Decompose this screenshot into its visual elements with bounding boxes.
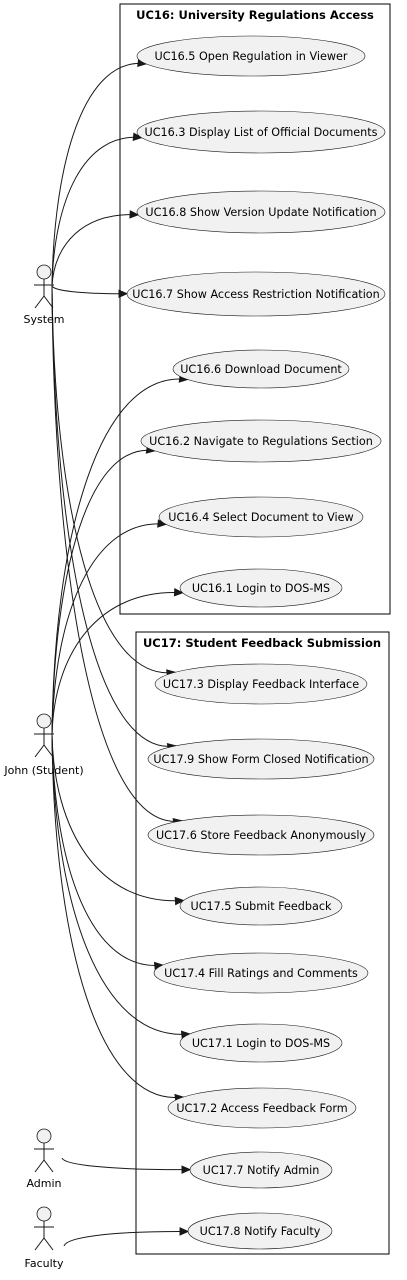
package-uc17-frame — [135, 631, 390, 1255]
actor-john-student[interactable]: John (Student) — [3, 713, 84, 777]
arrowhead-uc16_1 — [173, 588, 184, 597]
actor-john-student-label: John (Student) — [3, 764, 83, 777]
arrowhead-uc16_8 — [129, 210, 140, 219]
usecase-uc16-8-label: UC16.8 Show Version Update Notification — [145, 206, 376, 219]
stick-figure-icon — [34, 264, 54, 309]
actor-system[interactable]: System — [23, 264, 65, 326]
association-john-uc17_5 — [51, 734, 184, 902]
usecase-uc17-1-label: UC17.1 Login to DOS-MS — [192, 1037, 330, 1050]
association-john-uc16_1 — [51, 592, 183, 736]
association-faculty-uc17_8 — [63, 1230, 189, 1247]
usecase-uc16-2[interactable]: UC16.2 Navigate to Regulations Section — [140, 419, 382, 463]
usecase-uc16-4-label: UC16.4 Select Document to View — [168, 511, 353, 524]
usecase-uc16-2-label: UC16.2 Navigate to Regulations Section — [149, 435, 373, 448]
association-admin-uc17_7 — [61, 1157, 191, 1171]
association-system-uc17_6 — [51, 285, 182, 822]
actor-faculty[interactable]: Faculty — [25, 1206, 64, 1270]
association-system-uc16_8 — [51, 214, 139, 287]
usecase-uc17-8-label: UC17.8 Notify Faculty — [200, 1225, 321, 1238]
usecase-uc16-7[interactable]: UC16.7 Show Access Restriction Notificat… — [126, 271, 386, 317]
usecase-uc17-3[interactable]: UC17.3 Display Feedback Interface — [154, 663, 368, 705]
usecase-uc17-4-label: UC17.4 Fill Ratings and Comments — [164, 967, 358, 980]
usecase-uc17-9[interactable]: UC17.9 Show Form Closed Notification — [147, 738, 375, 780]
association-system-uc16_3 — [51, 136, 142, 287]
usecase-uc17-5[interactable]: UC17.5 Submit Feedback — [179, 886, 343, 926]
arrowhead-uc16_3 — [132, 132, 143, 142]
usecase-uc16-6[interactable]: UC16.6 Download Document — [172, 349, 350, 389]
association-edges — [51, 58, 192, 1247]
usecase-uc17-5-label: UC17.5 Submit Feedback — [191, 900, 333, 913]
association-john-uc17_1 — [51, 734, 190, 1035]
usecase-uc17-8[interactable]: UC17.8 Notify Faculty — [187, 1212, 333, 1250]
actor-faculty-label: Faculty — [25, 1257, 64, 1270]
stick-figure-icon — [34, 1206, 54, 1251]
association-system-uc16_7 — [51, 285, 128, 295]
usecase-uc17-7[interactable]: UC17.7 Notify Admin — [189, 1151, 333, 1189]
association-john-uc17_2 — [51, 734, 184, 1098]
usecase-uc17-3-label: UC17.3 Display Feedback Interface — [163, 678, 359, 691]
actor-admin[interactable]: Admin — [26, 1128, 62, 1190]
usecase-uc17-2[interactable]: UC17.2 Access Feedback Form — [167, 1087, 357, 1129]
usecase-uc16-5[interactable]: UC16.5 Open Regulation in Viewer — [136, 35, 366, 77]
usecase-uc16-3-label: UC16.3 Display List of Official Document… — [145, 126, 378, 139]
usecase-uc16-1[interactable]: UC16.1 Login to DOS-MS — [179, 568, 343, 608]
use-cases: UC16.5 Open Regulation in Viewer UC16.3 … — [126, 35, 386, 1250]
stick-figure-icon — [34, 1128, 54, 1173]
package-uc17-title: UC17: Student Feedback Submission — [143, 636, 381, 650]
arrowhead-uc16_7 — [118, 289, 129, 299]
usecase-uc16-1-label: UC16.1 Login to DOS-MS — [192, 582, 330, 595]
actor-system-label: System — [23, 313, 64, 326]
arrowhead-uc17_7 — [181, 1165, 192, 1174]
usecase-uc16-5-label: UC16.5 Open Regulation in Viewer — [155, 50, 348, 63]
association-system-uc17_9 — [51, 285, 176, 747]
association-john-uc17_4 — [51, 734, 163, 966]
usecase-uc16-6-label: UC16.6 Download Document — [180, 363, 342, 376]
usecase-uc16-8[interactable]: UC16.8 Show Version Update Notification — [136, 190, 386, 234]
association-system-uc16_5 — [51, 63, 147, 287]
usecase-uc16-4[interactable]: UC16.4 Select Document to View — [158, 496, 364, 538]
arrowhead-uc17_8 — [179, 1227, 190, 1236]
usecase-uc17-9-label: UC17.9 Show Form Closed Notification — [153, 753, 368, 766]
usecase-uc17-1[interactable]: UC17.1 Login to DOS-MS — [179, 1023, 343, 1063]
usecase-uc17-7-label: UC17.7 Notify Admin — [203, 1164, 320, 1177]
usecase-uc17-6-label: UC17.6 Store Feedback Anonymously — [156, 829, 366, 842]
usecase-uc16-3[interactable]: UC16.3 Display List of Official Document… — [136, 110, 386, 154]
stick-figure-icon — [34, 713, 54, 758]
usecase-uc17-6[interactable]: UC17.6 Store Feedback Anonymously — [147, 814, 375, 856]
usecase-uc17-2-label: UC17.2 Access Feedback Form — [176, 1102, 347, 1115]
package-uc17: UC17: Student Feedback Submission — [135, 631, 390, 1255]
association-john-uc16_4 — [51, 523, 167, 736]
association-john-uc16_2 — [51, 449, 155, 736]
arrowhead-uc17_5 — [174, 896, 185, 906]
usecase-uc16-7-label: UC16.7 Show Access Restriction Notificat… — [132, 288, 379, 301]
association-system-uc17_3 — [51, 285, 176, 674]
usecase-uc17-4[interactable]: UC17.4 Fill Ratings and Comments — [153, 952, 369, 994]
actor-admin-label: Admin — [26, 1177, 61, 1190]
package-uc16-title: UC16: University Regulations Access — [136, 8, 374, 22]
